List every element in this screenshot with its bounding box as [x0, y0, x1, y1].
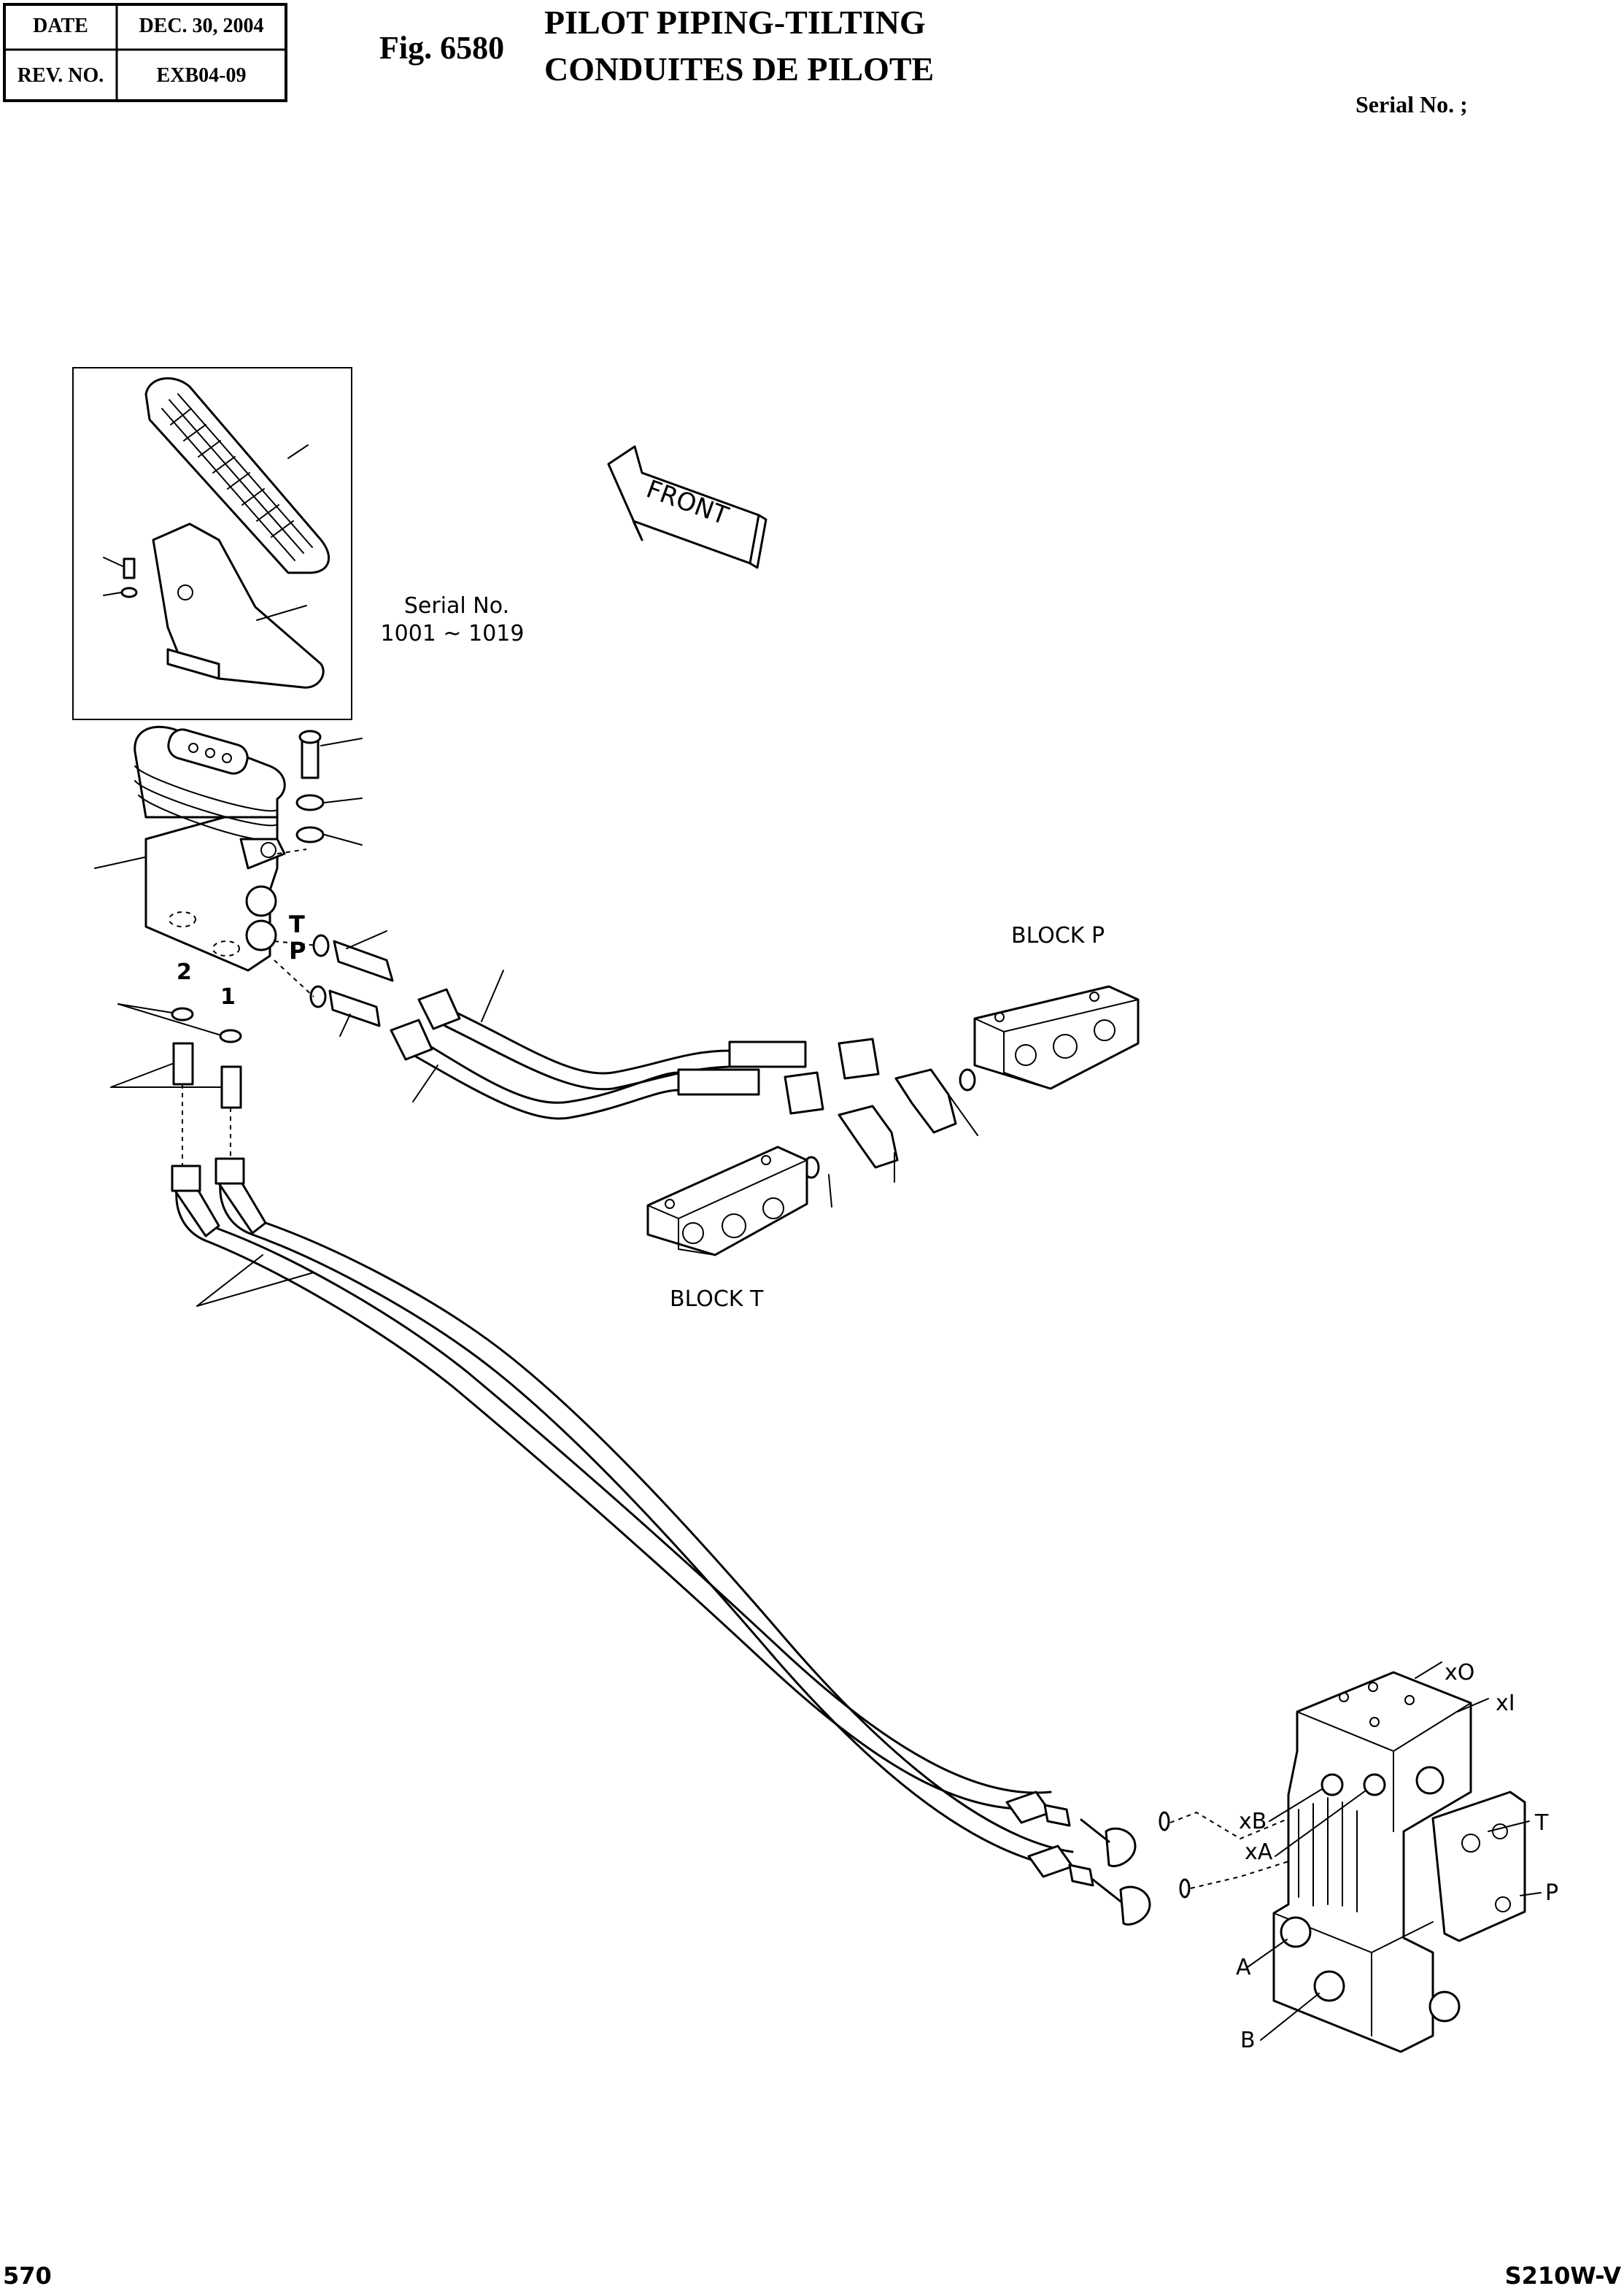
plate-hole: [177, 584, 193, 600]
port-xA-label: xA: [1245, 1839, 1273, 1865]
pedal-inset: Serial No. 1001 ~ 1019: [72, 367, 525, 720]
hose-ferrule-1: [217, 1182, 267, 1235]
port-T-hole: [245, 885, 277, 917]
hose-nut-upper-right: [838, 1038, 880, 1080]
hose-ferrule-lower: [677, 1068, 760, 1096]
port-B-label: B: [1240, 2028, 1256, 2053]
pedal-pad: [144, 377, 330, 574]
side-cap: [1431, 1791, 1526, 1942]
o-ring-xA: [1179, 1878, 1191, 1899]
page-number: 570: [3, 2262, 52, 2290]
elbow-lower: [1119, 1885, 1151, 1926]
port-1-label: 1: [220, 984, 236, 1010]
plate-bracket: [166, 648, 220, 680]
front-arrow: FRONT: [607, 445, 767, 569]
port-A-label: A: [1236, 1955, 1251, 1980]
port-A-hole: [1280, 1916, 1312, 1948]
serial-number-header: Serial No. ;: [1356, 91, 1468, 117]
adapter-2: [172, 1042, 194, 1086]
date-label: DATE: [33, 15, 88, 37]
model-number: S210W-V: [1505, 2262, 1622, 2290]
port-xB-label: xB: [1239, 1809, 1267, 1834]
mounting-washer-2: [295, 826, 325, 843]
port-T-label: T: [289, 911, 305, 938]
small-washer: [120, 587, 138, 598]
figure-number: Fig. 6580: [379, 30, 504, 66]
serial-note-line1: Serial No.: [404, 593, 509, 619]
block-p-label: BLOCK P: [1011, 923, 1105, 949]
mounting-washer-1: [295, 794, 325, 811]
hex-plug: [1428, 1990, 1461, 2023]
small-bolt: [123, 557, 136, 579]
hose-ferrule-2: [174, 1189, 220, 1237]
port-fittings-tp: [274, 930, 394, 1037]
o-ring-P: [309, 985, 327, 1008]
plug-xO: [1415, 1766, 1445, 1795]
block-t: BLOCK T: [646, 1146, 808, 1312]
rev-label: REV. NO.: [18, 64, 104, 87]
serial-note-line2: 1001 ~ 1019: [381, 621, 525, 646]
block-t-label: BLOCK T: [670, 1286, 764, 1312]
hose-nut-2: [171, 1165, 201, 1192]
adapter-P: [328, 989, 381, 1027]
hose-ferrule-upper: [728, 1040, 807, 1068]
elbow-upper: [1105, 1827, 1137, 1867]
hose-nut-1: [214, 1157, 245, 1185]
pedal-ribs: [161, 393, 313, 561]
tee-fitting-p: [894, 1068, 957, 1134]
tee-fitting-t: [838, 1105, 899, 1169]
port-T-valve-label: T: [1534, 1810, 1549, 1836]
hoses-to-blocks: [390, 970, 978, 1208]
hose-ferrule-end-upper: [1005, 1791, 1052, 1824]
block-p: BLOCK P: [973, 923, 1140, 1090]
port-xA-hole: [1363, 1773, 1386, 1796]
header-info-table: DATE DEC. 30, 2004 REV. NO. EXB04-09: [3, 3, 287, 102]
port-xB-hole: [1321, 1773, 1344, 1796]
port-P-valve-label: P: [1545, 1880, 1558, 1906]
control-valve: [1247, 1661, 1542, 2053]
rev-value: EXB04-09: [157, 64, 247, 87]
title-english: PILOT PIPING-TILTING: [544, 4, 926, 41]
title-french: CONDUITES DE PILOTE: [544, 50, 934, 88]
port-P-hole: [245, 919, 277, 951]
port-xI-label: xI: [1496, 1691, 1515, 1716]
port-xO-label: xO: [1445, 1660, 1474, 1685]
adapter-1: [220, 1065, 242, 1109]
hose-nut-lower-right: [784, 1071, 824, 1115]
port-P-label: P: [289, 937, 306, 965]
adapter-T: [333, 940, 394, 982]
pilot-valve: [94, 725, 363, 972]
port-fittings-left: [110, 1003, 242, 1167]
o-ring-2: [171, 1007, 194, 1022]
o-ring-xB: [1159, 1811, 1170, 1831]
o-ring-block-p: [959, 1068, 976, 1092]
date-value: DEC. 30, 2004: [139, 15, 263, 37]
o-ring-T: [312, 934, 330, 957]
hose-nut-lower-left: [390, 1019, 433, 1061]
port-B-hole: [1313, 1970, 1345, 2002]
hose-nut-upper-left: [417, 988, 461, 1030]
o-ring-1: [219, 1029, 242, 1043]
long-hoses: [171, 1157, 1329, 1926]
port-2-label: 2: [177, 959, 192, 985]
